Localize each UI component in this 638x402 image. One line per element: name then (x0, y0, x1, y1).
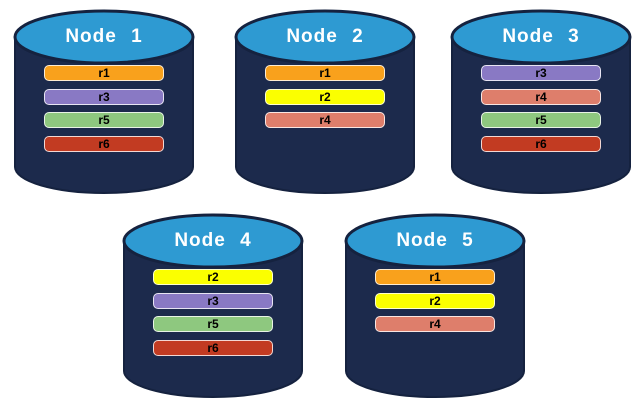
replica-bar-r6: r6 (44, 135, 164, 152)
node-label: Node 3 (502, 26, 580, 47)
node-cylinder-1: Node 1 r1 r3 r5 r6 (12, 8, 196, 196)
cylinder-top (234, 9, 416, 65)
replica-bar-r1: r1 (375, 269, 495, 285)
replica-bar-r4: r4 (265, 112, 385, 128)
cylinder-top (344, 213, 526, 269)
replica-bar-r6: r6 (481, 135, 601, 152)
node-label: Node 4 (174, 230, 252, 251)
replica-bar-r3: r3 (44, 88, 164, 105)
cylinder-top (13, 9, 195, 65)
node-label: Node 1 (65, 26, 143, 47)
replica-bar-r4: r4 (481, 88, 601, 105)
replica-bar-r2: r2 (375, 292, 495, 309)
replica-bar-r5: r5 (481, 112, 601, 128)
cylinder-top (122, 213, 304, 269)
cylinder-top (450, 9, 632, 65)
replica-bars: r1 r2 r4 (343, 212, 527, 400)
node-cylinder-3: Node 3 r3 r4 r5 r6 (449, 8, 633, 196)
replica-bar-r6: r6 (153, 339, 273, 356)
replica-bars: r1 r3 r5 r6 (12, 8, 196, 196)
replica-bars: r3 r4 r5 r6 (449, 8, 633, 196)
replica-bar-r1: r1 (44, 65, 164, 81)
node-label: Node 2 (286, 26, 364, 47)
node-cylinder-5: Node 5 r1 r2 r4 (343, 212, 527, 400)
replica-bar-r3: r3 (481, 65, 601, 81)
replica-bars: r2 r3 r5 r6 (121, 212, 305, 400)
node-cylinder-4: Node 4 r2 r3 r5 r6 (121, 212, 305, 400)
replica-bar-r3: r3 (153, 292, 273, 309)
replica-bar-r5: r5 (153, 316, 273, 332)
replica-bar-r2: r2 (153, 269, 273, 285)
node-label: Node 5 (396, 230, 474, 251)
replica-bars: r1 r2 r4 (233, 8, 417, 196)
replica-bar-r1: r1 (265, 65, 385, 81)
replica-bar-r2: r2 (265, 88, 385, 105)
replica-bar-r4: r4 (375, 316, 495, 332)
node-cylinder-2: Node 2 r1 r2 r4 (233, 8, 417, 196)
replica-bar-r5: r5 (44, 112, 164, 128)
